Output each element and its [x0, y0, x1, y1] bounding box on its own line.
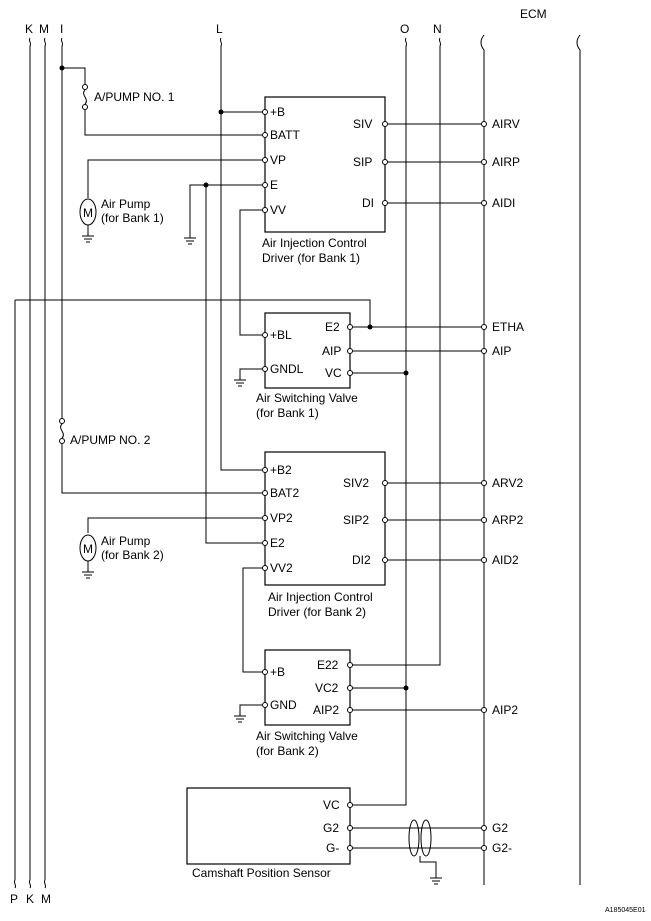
asv2-pin-gnd: GND — [270, 698, 297, 712]
fuse2-label: A/PUMP NO. 2 — [70, 433, 151, 447]
cam-pin-g-minus: G- — [326, 841, 339, 855]
air-switching-valve-bank-2: +B GND E22 VC2 AIP2 Air Switching Valve … — [256, 649, 358, 758]
cam-pin-vc: VC — [323, 798, 340, 812]
fuse-a-pump-no-2: A/PUMP NO. 2 — [59, 418, 262, 494]
asv1-pin-bl: +BL — [270, 328, 292, 342]
wire-label-p-bottom: P — [10, 892, 18, 906]
pump1-motor-letter: M — [83, 206, 93, 220]
wire-label-k-top: K — [25, 22, 33, 36]
asv2-caption-2: (for Bank 2) — [256, 744, 319, 758]
aicd2-pin-vp2: VP2 — [270, 511, 293, 525]
n-wire — [353, 37, 442, 666]
bottom-wire-labels: P K M — [10, 892, 51, 906]
cam-pin-g2: G2 — [323, 821, 339, 835]
asv2-feed-wires — [234, 567, 262, 723]
o-wire — [353, 37, 409, 806]
ecm-pin-g2-minus: G2- — [492, 841, 512, 855]
air-injection-driver-bank-1: +B BATT VP E VV SIV SIP DI Air Injection… — [262, 96, 388, 265]
pump2-label-2: (for Bank 2) — [101, 548, 164, 562]
top-wire-labels: K M I L O N — [25, 22, 442, 36]
asv1-pin-vc: VC — [325, 366, 342, 380]
aicd2-pin-siv2: SIV2 — [343, 476, 369, 490]
air-pump-bank-1: M Air Pump (for Bank 1) — [79, 159, 262, 243]
wire-label-i-top: I — [60, 22, 63, 36]
ecm-pin-etha: ETHA — [492, 320, 524, 334]
wire-label-n-top: N — [433, 22, 442, 36]
shielded-cable — [408, 819, 442, 885]
air-injection-driver-bank-2: +B2 BAT2 VP2 E2 VV2 SIV2 SIP2 DI2 Air In… — [262, 451, 388, 619]
ecm-pin-arv2: ARV2 — [492, 476, 523, 490]
ecm-pin-aip2: AIP2 — [492, 703, 518, 717]
aicd2-pin-e2: E2 — [270, 536, 285, 550]
ecm-pin-arp2: ARP2 — [492, 513, 524, 527]
ecm-pin-aid2: AID2 — [492, 553, 519, 567]
asv2-caption-1: Air Switching Valve — [256, 729, 358, 743]
aicd1-pin-vv: VV — [270, 203, 286, 217]
aicd2-caption-1: Air Injection Control — [268, 590, 373, 604]
air-switching-valve-bank-1: +BL GNDL E2 AIP VC Air Switching Valve (… — [256, 312, 358, 420]
left-bus-wires — [13, 37, 371, 889]
aicd2-pin-bat2: BAT2 — [270, 486, 299, 500]
aicd2-pin-di2: DI2 — [352, 553, 371, 567]
aicd1-pin-vp: VP — [270, 153, 286, 167]
asv1-caption-2: (for Bank 1) — [256, 406, 319, 420]
ecm-pin-airv: AIRV — [492, 117, 520, 131]
ecm-pin-aidi: AIDI — [492, 196, 515, 210]
asv2-pin-e22: E22 — [317, 658, 339, 672]
ecm-pin-terminals — [481, 121, 487, 851]
ecm-pin-labels: AIRV AIRP AIDI ETHA AIP ARV2 ARP2 AID2 A… — [492, 117, 524, 855]
fuse-a-pump-no-1: A/PUMP NO. 1 — [59, 65, 262, 136]
asv1-caption-1: Air Switching Valve — [256, 391, 358, 405]
fuse1-label: A/PUMP NO. 1 — [94, 90, 175, 104]
aicd1-pin-sip: SIP — [353, 155, 372, 169]
ecm-block: ECM — [480, 7, 581, 885]
camshaft-position-sensor: VC G2 G- Camshaft Position Sensor — [186, 787, 353, 880]
air-pump-bank-2: M Air Pump (for Bank 2) — [79, 517, 262, 579]
cam-caption: Camshaft Position Sensor — [192, 866, 331, 880]
aicd2-pin-vv2: VV2 — [270, 561, 293, 575]
asv1-pin-e2: E2 — [325, 320, 340, 334]
aicd1-pin-b: +B — [270, 105, 285, 119]
ecm-pin-g2: G2 — [492, 821, 508, 835]
aicd1-pin-e: E — [270, 178, 278, 192]
aicd2-pin-sip2: SIP2 — [343, 513, 369, 527]
wire-label-o-top: O — [400, 22, 409, 36]
aicd2-pin-b2: +B2 — [270, 463, 292, 477]
aicd1-pin-siv: SIV — [353, 117, 372, 131]
ecm-pin-airp: AIRP — [492, 155, 520, 169]
pump2-motor-letter: M — [83, 542, 93, 556]
wire-label-m-bottom: M — [41, 892, 51, 906]
asv1-feed-wires — [234, 209, 262, 387]
pump1-label-2: (for Bank 1) — [101, 211, 164, 225]
pump2-label-1: Air Pump — [101, 534, 151, 548]
ecm-label: ECM — [520, 7, 547, 21]
e-ground-bus — [184, 182, 262, 544]
asv2-pin-b: +B — [270, 665, 285, 679]
aicd1-caption-2: Driver (for Bank 1) — [262, 251, 360, 265]
wire-label-m-top: M — [39, 22, 49, 36]
aicd1-pin-batt: BATT — [270, 128, 300, 142]
asv1-pin-aip: AIP — [322, 344, 341, 358]
asv1-pin-gndl: GNDL — [270, 362, 304, 376]
wire-label-k-bottom: K — [26, 892, 34, 906]
pump1-label-1: Air Pump — [101, 197, 151, 211]
asv2-pin-aip2: AIP2 — [313, 703, 339, 717]
wire-label-l-top: L — [216, 22, 223, 36]
aicd1-pin-di: DI — [362, 196, 374, 210]
ecm-pin-aip: AIP — [492, 344, 511, 358]
l-wire — [218, 37, 262, 471]
aicd1-caption-1: Air Injection Control — [262, 236, 367, 250]
asv2-pin-vc2: VC2 — [315, 681, 339, 695]
aicd2-caption-2: Driver (for Bank 2) — [268, 605, 366, 619]
figure-code: A185045E01 — [605, 907, 646, 914]
